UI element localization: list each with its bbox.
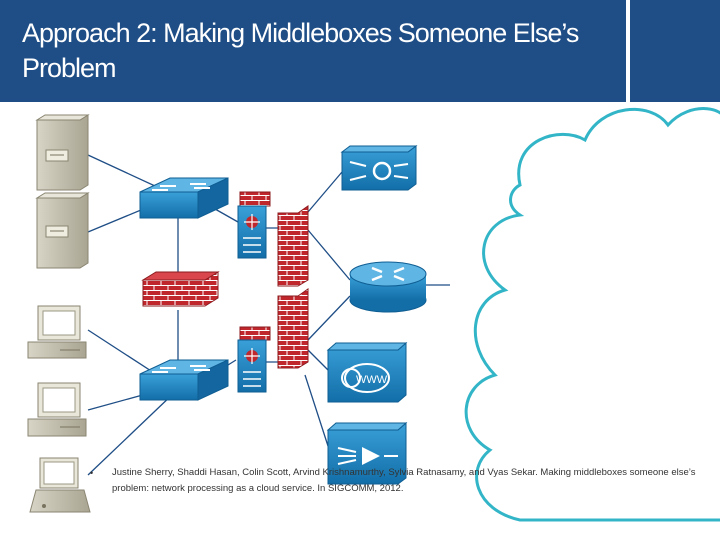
laptop-icon xyxy=(29,457,91,513)
switch-icon xyxy=(139,359,229,401)
firewall-icon xyxy=(277,288,309,369)
title-bar-divider xyxy=(626,0,630,102)
slide-title: Approach 2: Making Middleboxes Someone E… xyxy=(22,18,579,83)
load-balancer-icon xyxy=(340,145,418,191)
firewall-icon xyxy=(141,271,220,307)
title-bar xyxy=(0,0,720,102)
firewall-icon xyxy=(239,191,271,207)
workstation-icon xyxy=(27,382,87,437)
wan-optimizer-icon xyxy=(326,421,408,485)
web-cache-icon: WWW xyxy=(326,341,408,403)
ids-icon xyxy=(237,339,267,393)
citation-text: Justine Sherry, Shaddi Hasan, Colin Scot… xyxy=(112,467,696,494)
www-label: WWW xyxy=(356,374,388,386)
workstation-icon xyxy=(27,305,87,359)
cloud-icon xyxy=(464,107,720,522)
router-icon xyxy=(349,261,427,313)
ids-icon xyxy=(237,205,267,259)
file-server-icon xyxy=(35,114,90,191)
citation-bullet: • xyxy=(90,468,94,478)
firewall-icon xyxy=(277,205,309,287)
file-server-icon xyxy=(35,192,90,269)
network-diagram: WWW xyxy=(27,107,720,522)
firewall-icon xyxy=(239,326,271,341)
switch-icon xyxy=(139,177,229,219)
